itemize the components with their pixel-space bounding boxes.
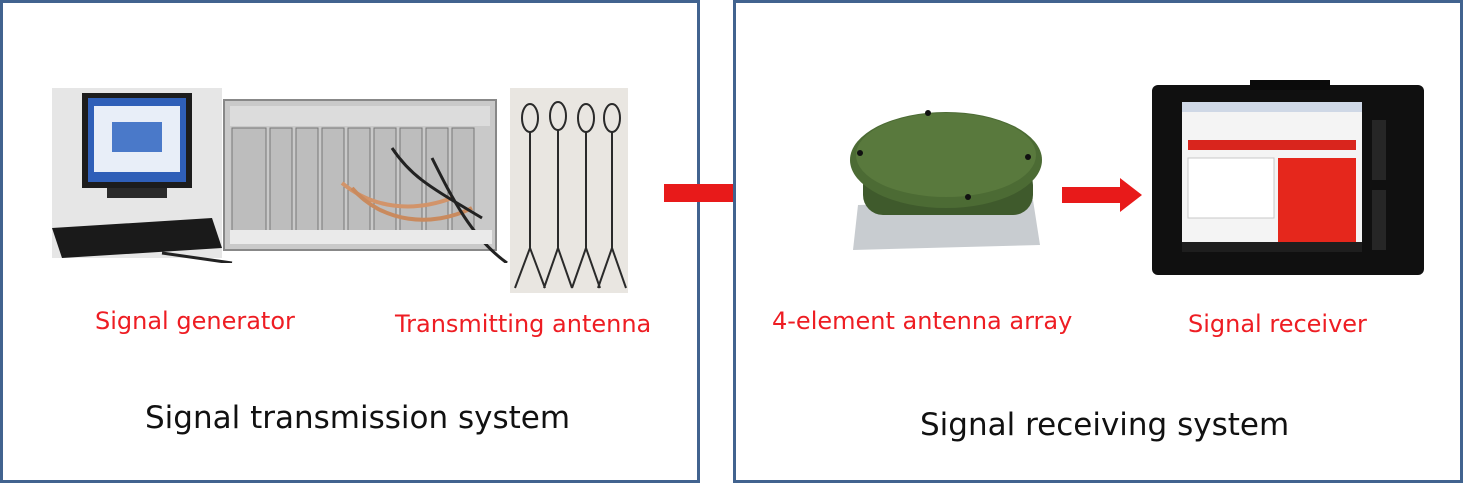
signal-transmission-system-title: Signal transmission system (145, 400, 570, 436)
arrow-right-icon (1062, 176, 1144, 214)
transmitting-antenna-photo (510, 88, 628, 293)
signal-generator-photo (52, 88, 512, 263)
signal-receiving-system-title: Signal receiving system (920, 407, 1289, 443)
signal-generator-label: Signal generator (95, 307, 295, 335)
antenna-array-label: 4-element antenna array (772, 307, 1072, 335)
signal-receiver-label: Signal receiver (1188, 310, 1367, 338)
transmitting-antenna-label: Transmitting antenna (395, 310, 651, 338)
signal-receiver-photo (1152, 80, 1424, 280)
antenna-array-photo (848, 105, 1044, 253)
